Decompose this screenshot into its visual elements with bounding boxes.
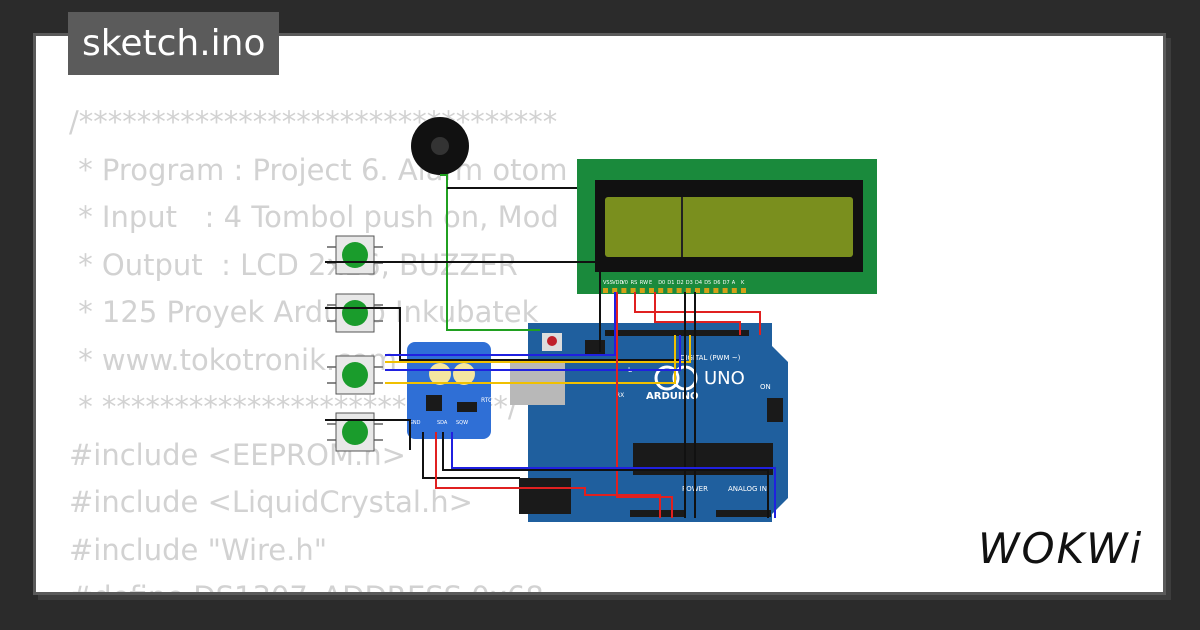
buzzer[interactable] — [411, 117, 469, 175]
rtc-battery-right — [453, 363, 475, 385]
rtc-label: RTC — [481, 397, 492, 404]
lcd-pin[interactable] — [639, 288, 645, 293]
lcd-pin-label: RW — [640, 280, 648, 286]
push-button-2[interactable] — [327, 293, 383, 333]
arduino-uno-board[interactable]: UNO ARDUINO DIGITAL (PWM ~) POWER ANALOG… — [510, 323, 788, 522]
lcd-pin[interactable] — [704, 288, 710, 293]
rtc-crystal — [457, 402, 477, 412]
button-cap — [342, 362, 368, 388]
wire-lcd-rs — [654, 292, 741, 335]
lcd-pin[interactable] — [603, 288, 608, 293]
wire-buzzer — [440, 174, 540, 331]
code-line: #include "Wire.h" — [69, 532, 328, 567]
push-buttons[interactable] — [327, 235, 383, 452]
lcd-pin-label: A — [732, 280, 736, 286]
lcd-pin[interactable] — [713, 288, 719, 293]
infinity-logo-left — [654, 365, 680, 391]
icsp-left — [585, 340, 605, 354]
wire-blue-2 — [385, 292, 616, 356]
lcd-pin-label: VSS — [603, 280, 613, 286]
lcd-pin-label: D5 — [704, 280, 711, 286]
lcd-pin[interactable] — [695, 288, 700, 293]
rtc-chip — [426, 395, 442, 411]
lcd-pin[interactable] — [676, 288, 682, 293]
lcd-pin-label: D7 — [723, 280, 730, 286]
power-header — [630, 510, 685, 517]
wires — [325, 174, 776, 518]
wokwi-logo: WOKWi — [978, 524, 1144, 573]
on-label: ON — [760, 383, 771, 391]
lcd-pin-label: D0 — [658, 280, 665, 286]
lcd-pin-label: RS — [631, 280, 638, 286]
lcd-pin-label: D1 — [667, 280, 674, 286]
wire-lcd-a — [634, 292, 761, 335]
code-line: #include <LiquidCrystal.h> — [69, 485, 473, 519]
wire-yellow-2 — [385, 335, 676, 384]
wire-button-2 — [325, 307, 680, 361]
lcd-pin[interactable] — [649, 288, 654, 293]
push-button-4[interactable] — [327, 412, 383, 452]
lcd-pin[interactable] — [621, 288, 627, 293]
buzzer-center — [431, 137, 449, 155]
lcd-pin[interactable] — [685, 288, 691, 293]
rtc-pin-sqw: SQW — [456, 420, 468, 426]
rtc-pin-gnd: GND — [409, 420, 421, 426]
lcd-pin[interactable] — [612, 288, 618, 293]
wire-lcd-vdd — [616, 292, 673, 518]
analog-label: ANALOG IN — [728, 485, 767, 493]
lcd-pin-label: V0 — [621, 280, 628, 286]
board-brand: ARDUINO — [646, 391, 698, 402]
lcd-pin[interactable] — [630, 288, 636, 293]
rtc-pin-sda: SDA — [437, 420, 448, 426]
lcd-pin-label: VDD — [612, 280, 623, 286]
code-line: * Input : 4 Tombol push on, Mod — [78, 200, 559, 234]
wire-blue-1 — [385, 335, 681, 371]
lcd-pin-label: D3 — [686, 280, 693, 286]
wire-yellow-1 — [385, 335, 691, 363]
wire-button-4 — [325, 419, 411, 450]
lcd-pin-label: D6 — [713, 280, 720, 286]
rtc-battery-left — [429, 363, 451, 385]
lcd-pin[interactable] — [731, 288, 737, 293]
wire-rtc-vcc — [435, 432, 661, 518]
wire-rtc-sda — [442, 432, 769, 518]
wire-button-1 — [325, 261, 601, 352]
button-cap — [342, 300, 368, 326]
digital-header — [605, 330, 749, 336]
lcd-pin-label: E — [649, 280, 652, 286]
filename-tab[interactable]: sketch.ino — [68, 12, 280, 75]
reset-button — [547, 336, 557, 346]
icsp-header — [767, 398, 783, 422]
lcd-pin[interactable] — [741, 288, 746, 293]
code-line: #define DS1307_ADDRESS 0x68 — [69, 580, 544, 592]
lcd-pin[interactable] — [658, 288, 664, 293]
push-button-1[interactable] — [327, 235, 383, 275]
power-jack — [519, 478, 571, 514]
button-cap — [342, 419, 368, 445]
lcd-pin-label: K — [741, 280, 745, 286]
lcd-pin-label: D2 — [677, 280, 684, 286]
lcd-pin-label: D4 — [695, 280, 702, 286]
board-name: UNO — [704, 368, 745, 389]
lcd-pin[interactable] — [667, 288, 673, 293]
rtc-module[interactable]: RTC GND SDA SQW — [407, 342, 492, 439]
code-line: /********************************* — [69, 105, 558, 139]
wire-rtc-scl — [451, 432, 776, 518]
code-line: * Output : LCD 2x16, BUZZER — [78, 247, 518, 282]
rx-label: RX — [616, 392, 624, 399]
button-cap — [342, 242, 368, 268]
lcd-pin[interactable] — [722, 288, 728, 293]
analog-header — [716, 510, 771, 517]
digital-label: DIGITAL (PWM ~) — [680, 354, 741, 362]
lcd-screen — [605, 197, 853, 257]
push-button-3[interactable] — [327, 355, 383, 395]
wire-rtc-gnd — [422, 432, 520, 479]
